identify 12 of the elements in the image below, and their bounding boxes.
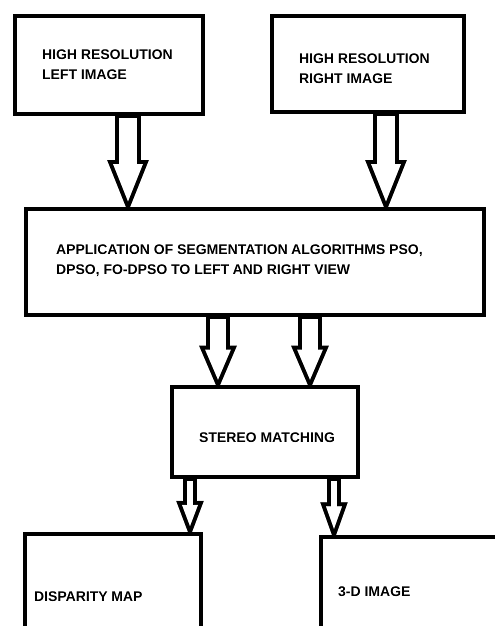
box-label: HIGH RESOLUTION LEFT IMAGE (42, 45, 174, 84)
box-label: APPLICATION OF SEGMENTATION ALGORITHMS PSO, DPSO, FO-DPSO TO LEFT AND RIGHT VIEW (56, 240, 424, 279)
process-box (13, 14, 205, 116)
process-box (170, 385, 360, 479)
process-box (270, 14, 466, 114)
process-box (24, 207, 486, 317)
box-label: DISPARITY MAP (34, 587, 142, 606)
box-label: HIGH RESOLUTION RIGHT IMAGE (299, 49, 431, 88)
box-label: STEREO MATCHING (199, 428, 335, 447)
box-label: 3-D IMAGE (338, 582, 410, 601)
process-box (23, 532, 203, 626)
process-box (319, 535, 495, 626)
